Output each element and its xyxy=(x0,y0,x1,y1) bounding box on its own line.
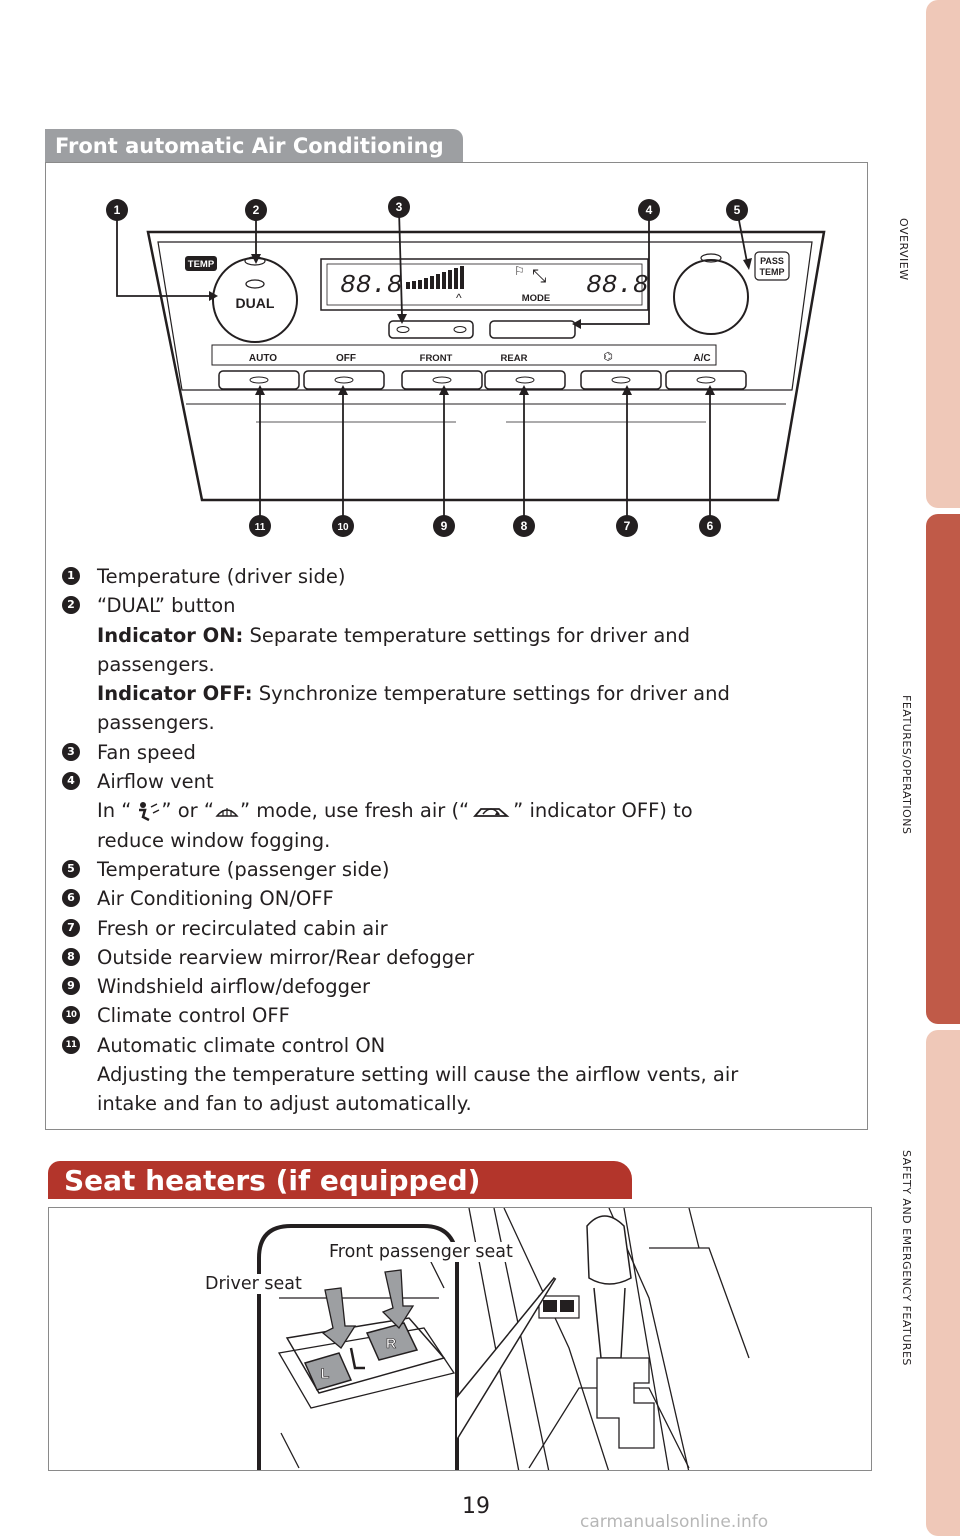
ac-button xyxy=(665,370,747,390)
label-off: OFF xyxy=(336,353,356,364)
driver-arrow-icon xyxy=(321,1287,357,1349)
label-front: FRONT xyxy=(420,353,453,364)
watermark: carmanualsonline.info xyxy=(580,1512,769,1532)
legend-item-11-note: Adjusting the temperature setting will c… xyxy=(97,1063,739,1087)
fan-bar-icon xyxy=(406,266,464,289)
pass-label: PASS xyxy=(760,256,784,266)
auto-button xyxy=(218,370,300,390)
legend-item-2-on-cont: passengers. xyxy=(97,652,215,676)
mode-button xyxy=(489,320,576,339)
front-defog-button xyxy=(401,370,483,390)
label-ac: A/C xyxy=(693,353,710,364)
legend-item-2: 2“DUAL” button xyxy=(62,591,852,620)
tab-safety-emergency[interactable] xyxy=(926,1030,960,1536)
label-auto: AUTO xyxy=(249,353,277,364)
tab-features-operations[interactable] xyxy=(926,514,960,1024)
callout-2: 2 xyxy=(253,203,260,217)
seat-heater-illustration: L R xyxy=(257,1208,750,1470)
display-right: 88.8 xyxy=(586,270,648,300)
passenger-seat-switch xyxy=(365,1322,419,1361)
recirculate-button xyxy=(580,370,662,390)
svg-text:⚐: ⚐ xyxy=(514,264,525,278)
ac-section-box xyxy=(45,162,868,1130)
svg-text:⤡: ⤡ xyxy=(532,266,546,286)
callout-11: 11 xyxy=(255,522,266,533)
section-title-ac: Front automatic Air Conditioning xyxy=(45,129,463,163)
pass-temp-label: TEMP xyxy=(759,267,784,277)
svg-text:^: ^ xyxy=(456,291,462,305)
switch-r-label: R xyxy=(386,1335,396,1351)
legend-item-4-note-cont: reduce window fogging. xyxy=(97,828,331,852)
temp-label: TEMP xyxy=(188,259,215,270)
page-number: 19 xyxy=(462,1494,490,1519)
switch-l-label: L xyxy=(321,1365,330,1381)
defroster-icon xyxy=(215,807,239,817)
tab-overview[interactable] xyxy=(926,0,960,508)
callout-5: 5 xyxy=(734,203,741,217)
recirculate-icon xyxy=(473,807,510,817)
section-title-seat-heaters: Seat heaters (if equipped) xyxy=(48,1161,632,1199)
dual-label: DUAL xyxy=(236,295,275,311)
callout-6: 6 xyxy=(707,519,714,533)
label-driver-seat: Driver seat xyxy=(205,1274,302,1294)
legend-item-4-note: In “” or “” mode, use fresh air (“” indi… xyxy=(97,799,693,823)
svg-text:⌬: ⌬ xyxy=(603,351,613,363)
callout-3: 3 xyxy=(396,200,403,214)
callout-4: 4 xyxy=(646,203,653,217)
callout-9: 9 xyxy=(441,519,448,533)
callout-1: 1 xyxy=(114,203,121,217)
seat-heater-icon xyxy=(349,1347,365,1370)
callout-7: 7 xyxy=(624,519,631,533)
legend-item-11-note-cont: intake and fan to adjust automatically. xyxy=(97,1092,472,1116)
label-front-passenger-seat: Front passenger seat xyxy=(329,1242,513,1262)
passenger-arrow-icon xyxy=(381,1269,415,1330)
callout-8: 8 xyxy=(521,519,528,533)
off-button xyxy=(303,370,385,390)
mode-label: MODE xyxy=(522,293,551,304)
floor-defrost-icon xyxy=(139,801,160,821)
passenger-temp-dial xyxy=(673,259,749,335)
display-left: 88.8 xyxy=(340,270,402,300)
climate-control-diagram: TEMP DUAL 88.8 ^ ⚐ ⤡ MODE 88.8 PASS TEMP… xyxy=(106,196,826,537)
callout-10: 10 xyxy=(337,522,349,533)
label-rear: REAR xyxy=(501,353,528,364)
legend-item-2-on: Indicator ON: Separate temperature setti… xyxy=(97,623,691,647)
seat-heater-box: L R Front passenger seat Driver seat xyxy=(48,1207,872,1471)
fan-speed-button xyxy=(388,320,474,339)
rear-defog-button xyxy=(484,370,566,390)
driver-seat-switch xyxy=(303,1352,353,1391)
legend-item-2-off-cont: passengers. xyxy=(97,711,215,735)
legend-item-2-off: Indicator OFF: Synchronize temperature s… xyxy=(97,682,730,706)
